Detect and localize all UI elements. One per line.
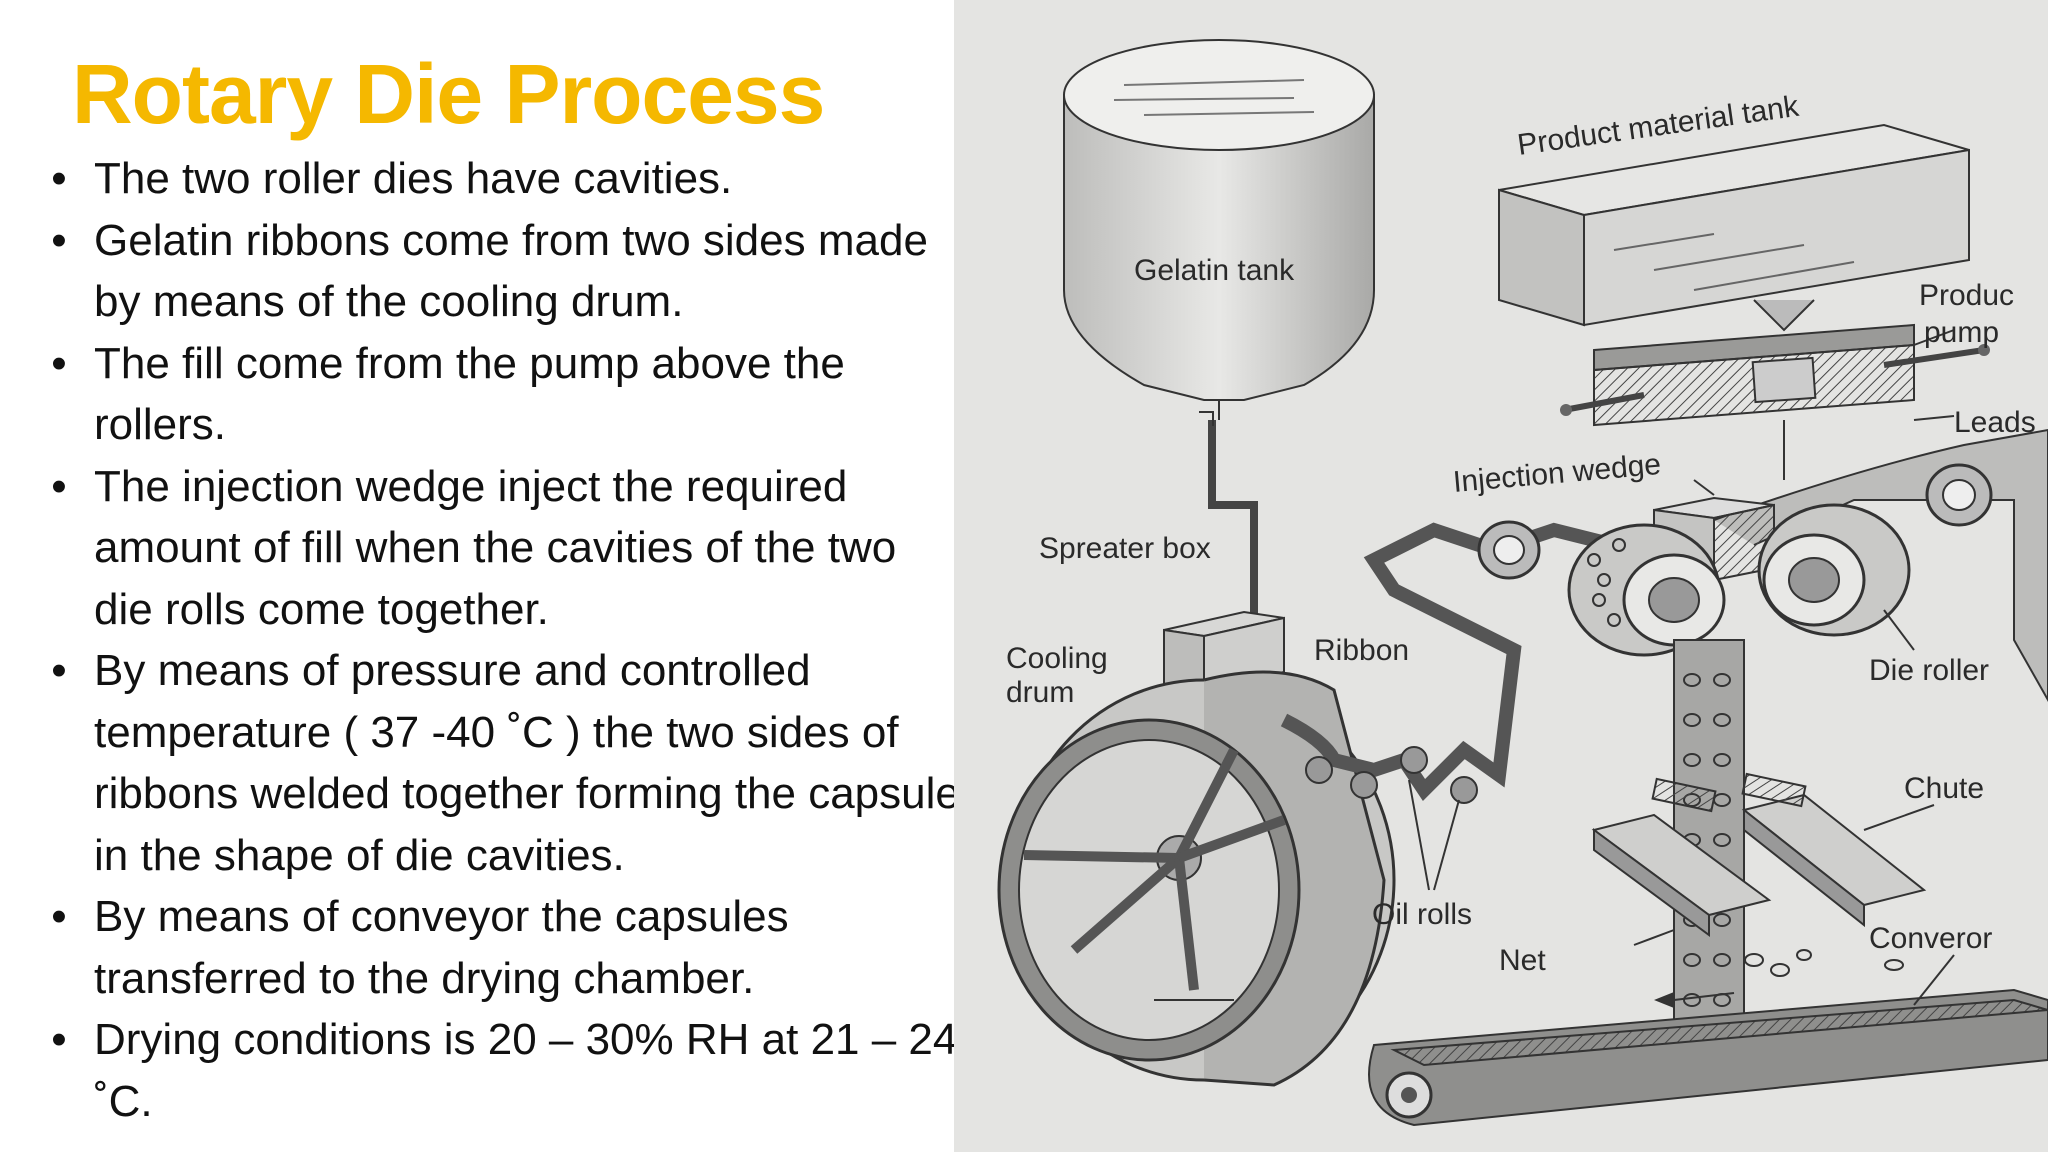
diagram-drawing: Gelatin tank Product material tank Produ… bbox=[997, 39, 2048, 1127]
label-die-roller: Die roller bbox=[1869, 654, 1989, 687]
label-product-pump-line1: Produc bbox=[1919, 279, 2014, 312]
gelatin-pipe bbox=[1208, 420, 1258, 620]
oil-rolls bbox=[1305, 746, 1478, 804]
product-material-tank bbox=[1498, 123, 1970, 332]
die-rollers bbox=[1567, 503, 1911, 657]
bullet-text: Drying conditions is 20 – 30% RH at 21 –… bbox=[94, 1015, 958, 1126]
bullet-dot-icon: • bbox=[51, 892, 67, 941]
bullet-text: By means of pressure and controlled temp… bbox=[94, 646, 960, 880]
falling-capsules bbox=[1744, 949, 1904, 977]
bullet-dot-icon: • bbox=[51, 461, 67, 511]
bullet-dot-icon: • bbox=[51, 215, 67, 265]
label-leads: Leads bbox=[1954, 406, 2036, 439]
bullet-item: • Gelatin ribbons come from two sides mad… bbox=[44, 210, 964, 333]
label-chute: Chute bbox=[1904, 772, 1984, 805]
label-product-pump-line2: pump bbox=[1924, 316, 1999, 349]
bullet-dot-icon: • bbox=[51, 154, 67, 203]
bullet-item: • By means of pressure and controlled tem… bbox=[44, 640, 964, 886]
capsule-net bbox=[1673, 639, 1745, 1021]
product-pump bbox=[1560, 323, 1990, 427]
bullet-item: • The fill come from the pump above the r… bbox=[44, 333, 964, 456]
label-injection-wedge: Injection wedge bbox=[1452, 448, 1663, 499]
label-oil-rolls: Oil rolls bbox=[1372, 898, 1472, 931]
bullet-item: • The two roller dies have cavities. bbox=[44, 148, 964, 210]
bullet-text: The two roller dies have cavities. bbox=[94, 154, 733, 203]
bullet-list: • The two roller dies have cavities. • Gel… bbox=[44, 148, 964, 1132]
guide-roll-right bbox=[1925, 463, 1993, 527]
conveyor bbox=[1368, 988, 2048, 1127]
bullet-text: Gelatin ribbons come from two sides made… bbox=[94, 215, 928, 327]
label-spreater-box: Spreater box bbox=[1039, 532, 1211, 565]
bullet-dot-icon: • bbox=[51, 646, 67, 695]
bullet-text: The injection wedge inject the required … bbox=[94, 461, 897, 634]
bullet-dot-icon: • bbox=[51, 1015, 67, 1064]
bullet-text: The fill come from the pump above the ro… bbox=[94, 338, 845, 450]
bullet-text: By means of conveyor the capsules transf… bbox=[94, 892, 789, 1003]
bullet-item: • By means of conveyor the capsules trans… bbox=[44, 886, 964, 1009]
cooling-drum bbox=[997, 670, 1396, 1087]
bullet-dot-icon: • bbox=[51, 338, 67, 388]
bullet-item: • The injection wedge inject the required… bbox=[44, 456, 964, 641]
label-gelatin-tank: Gelatin tank bbox=[1134, 254, 1295, 287]
label-cooling-drum-line1: Cooling bbox=[1006, 642, 1108, 675]
bullet-item: • Drying conditions is 20 – 30% RH at 21 … bbox=[44, 1009, 964, 1132]
label-net: Net bbox=[1499, 944, 1546, 977]
rotary-die-diagram: Gelatin tank Product material tank Produ… bbox=[954, 0, 2048, 1152]
guide-roll-left bbox=[1477, 520, 1541, 580]
label-ribbon: Ribbon bbox=[1314, 634, 1409, 667]
label-conveyor: Converor bbox=[1869, 922, 1992, 955]
conveyor-arrow-icon bbox=[1654, 992, 1674, 1008]
label-cooling-drum-line2: drum bbox=[1006, 676, 1074, 709]
gelatin-tank bbox=[1063, 39, 1375, 420]
slide-title: Rotary Die Process bbox=[72, 47, 825, 141]
chutes bbox=[1591, 772, 1927, 937]
